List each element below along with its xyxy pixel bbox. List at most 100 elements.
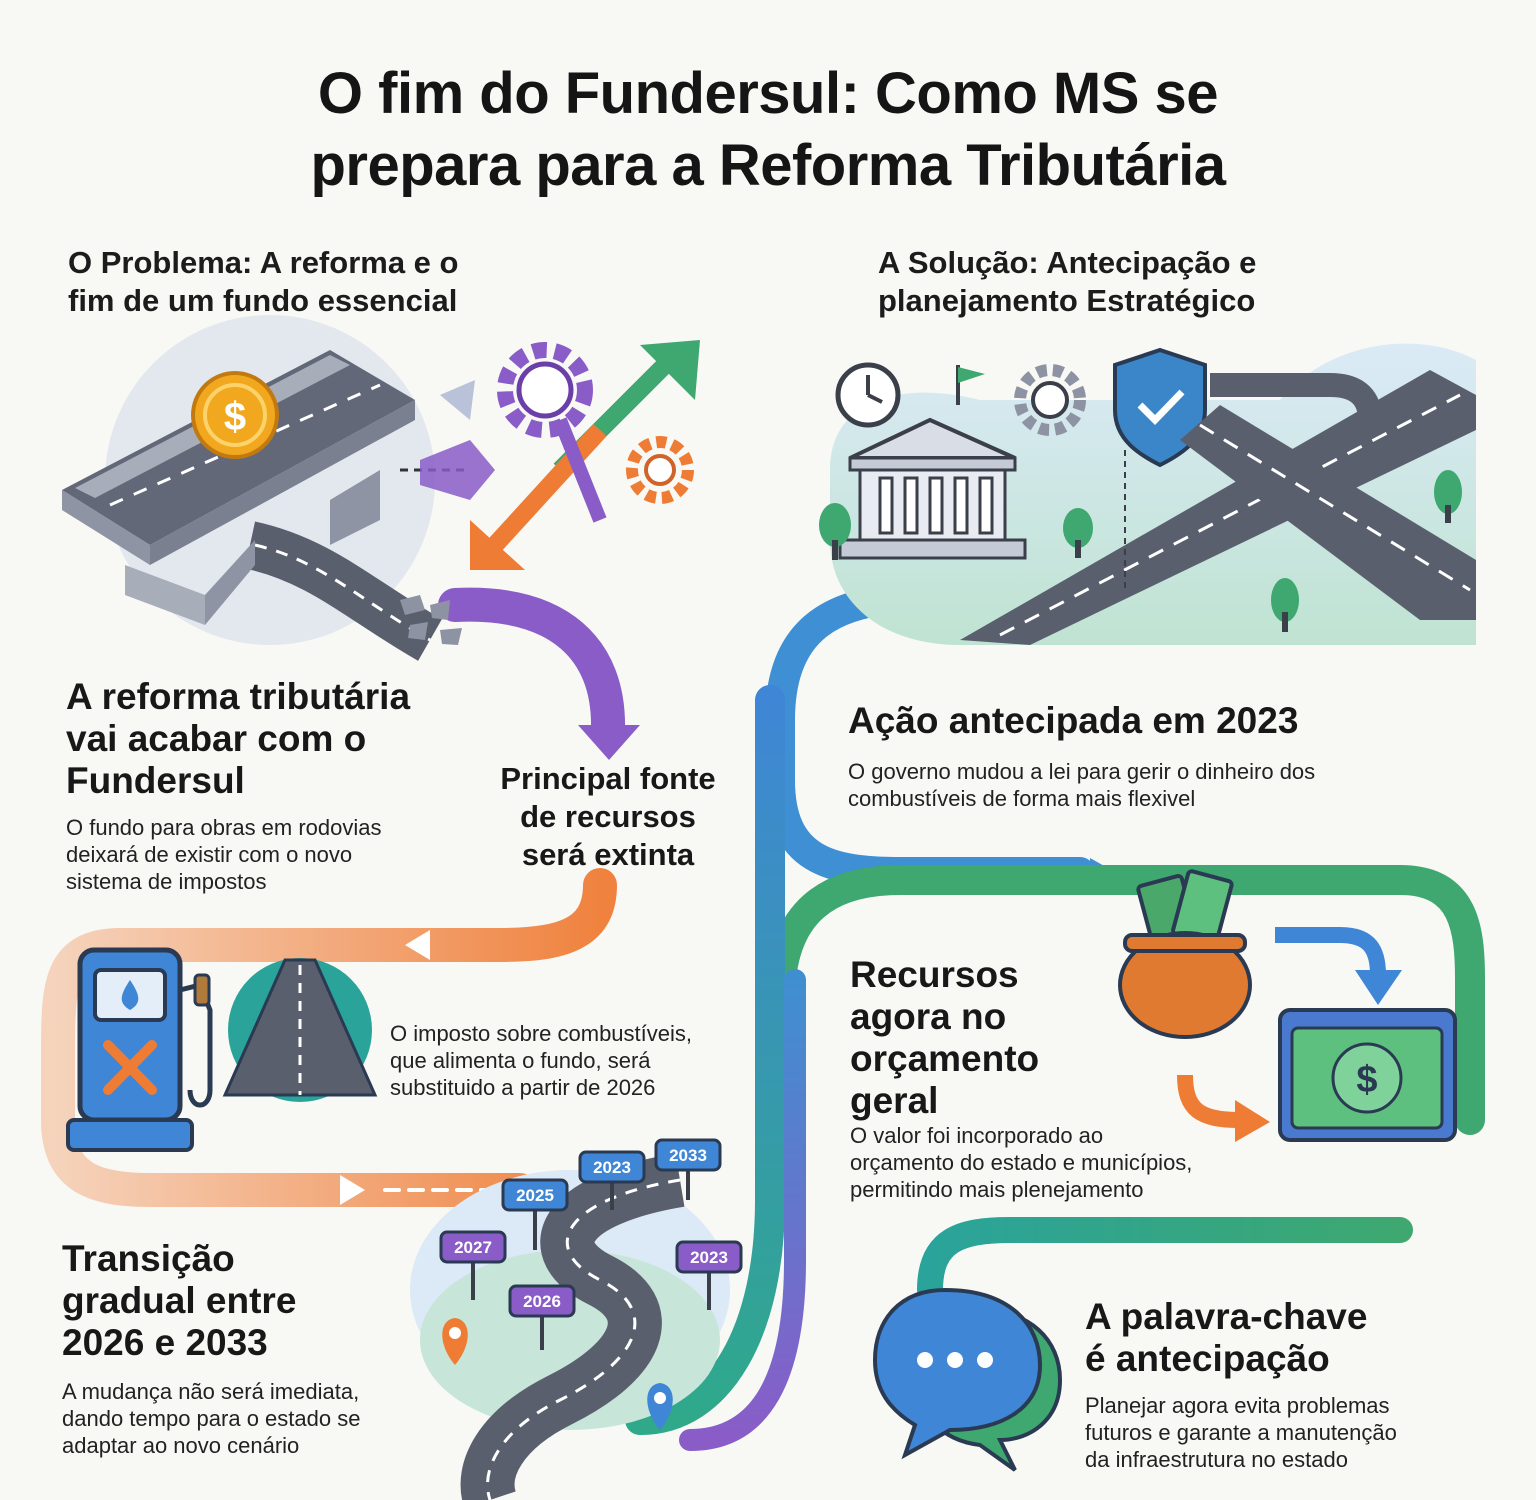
source-line-2: de recursos: [520, 799, 696, 834]
keyword-text-line-3: da infraestrutura no estado: [1085, 1447, 1348, 1472]
tree-icon: [819, 503, 851, 560]
x-mark-icon: [103, 1040, 157, 1095]
year-sign: 2023: [675, 1240, 743, 1310]
svg-text:$: $: [224, 395, 246, 439]
purple-flow-arrow: [438, 587, 626, 747]
solution-illustration: [819, 343, 1476, 645]
green-flow-ribbon: [765, 865, 1485, 1135]
year-sign: 2026: [508, 1284, 576, 1350]
bank-building-icon: [838, 417, 1027, 560]
budget-text-line-2: orçamento do estado e municípios,: [850, 1150, 1193, 1175]
keyword-heading: A palavra-chave é antecipação: [1085, 1296, 1505, 1380]
svg-text:2025: 2025: [516, 1186, 554, 1205]
problem-heading-line-2: fim de um fundo essencial: [68, 283, 458, 318]
fuel-tax-line-2: que alimenta o fundo, será: [390, 1048, 651, 1073]
transition-text-line-3: adaptar ao novo cenário: [62, 1433, 300, 1458]
water-drop-icon: [121, 980, 139, 1010]
reform-text-line-1: O fundo para obras em rodovias: [66, 815, 382, 840]
arrow-down-icon: [470, 423, 607, 570]
title-line-2: prepara para a Reforma Tributária: [310, 133, 1226, 198]
orange-arrow-icon: [1177, 1074, 1270, 1142]
budget-heading: Recursos agora no orçamento geral: [850, 954, 1130, 1122]
transition-text-line-2: dando tempo para o estado se: [62, 1406, 361, 1431]
map-pin-icon: [647, 1383, 673, 1430]
keyword-heading-line-1: A palavra-chave: [1085, 1296, 1368, 1337]
budget-heading-line-2: agora no: [850, 996, 1007, 1037]
svg-text:$: $: [1356, 1059, 1377, 1101]
transition-heading-line-1: Transição: [62, 1238, 235, 1279]
chat-bubble-icon: [872, 1287, 1063, 1472]
reform-heading: A reforma tributária vai acabar com o Fu…: [66, 676, 506, 802]
source-line-3: será extinta: [521, 837, 695, 872]
keyword-text: Planejar agora evita problemas futuros e…: [1085, 1392, 1505, 1473]
fuel-pump-icon: [66, 947, 213, 1152]
svg-text:2026: 2026: [523, 1292, 561, 1311]
budget-heading-line-1: Recursos: [850, 954, 1019, 995]
purple-arrowhead: [578, 725, 640, 760]
fuel-tax-text: O imposto sobre combustíveis, que alimen…: [390, 1020, 750, 1101]
teal-descending-ribbon: [625, 685, 785, 1435]
problem-heading: O Problema: A reforma e o fim de um fund…: [68, 244, 548, 320]
flow-ribbons: [41, 583, 1485, 1451]
money-pot-icon: [1118, 869, 1252, 1039]
tree-icon: [1271, 578, 1299, 632]
map-pin-icon: [442, 1318, 468, 1365]
solution-heading: A Solução: Antecipação e planejamento Es…: [878, 244, 1358, 320]
budget-heading-line-4: geral: [850, 1080, 939, 1121]
fuel-tax-line-3: substituido a partir de 2026: [390, 1075, 656, 1100]
gear-icon: [497, 342, 593, 438]
tree-icon: [1063, 508, 1093, 558]
page-title: O fim do Fundersul: Como MS se prepara p…: [0, 58, 1536, 202]
action-text: O governo mudou a lei para gerir o dinhe…: [848, 758, 1408, 812]
tree-icon: [1434, 470, 1462, 523]
gear-icon: [1014, 364, 1086, 436]
svg-text:2023: 2023: [593, 1158, 631, 1177]
reform-text: O fundo para obras em rodovias deixará d…: [66, 814, 446, 895]
teal-keyword-ribbon: [917, 1217, 1413, 1303]
coin-dollar-icon: $: [191, 371, 279, 459]
reform-heading-line-3: Fundersul: [66, 760, 245, 801]
transition-heading: Transição gradual entre 2026 e 2033: [62, 1238, 422, 1364]
title-line-1: O fim do Fundersul: Como MS se: [317, 61, 1219, 126]
transfer-arrow-icon: [1275, 927, 1402, 1005]
transition-text: A mudança não será imediata, dando tempo…: [62, 1378, 422, 1459]
keyword-text-line-1: Planejar agora evita problemas: [1085, 1393, 1390, 1418]
reform-text-line-2: deixará de existir com o novo: [66, 842, 353, 867]
budget-heading-line-3: orçamento: [850, 1038, 1040, 1079]
reform-heading-line-1: A reforma tributária: [66, 676, 411, 717]
problem-heading-line-1: O Problema: A reforma e o: [68, 245, 459, 280]
action-heading: Ação antecipada em 2023: [848, 700, 1299, 741]
reform-heading-line-2: vai acabar com o: [66, 718, 367, 759]
transition-heading-line-2: gradual entre: [62, 1280, 297, 1321]
year-sign: 2025: [501, 1178, 569, 1250]
orange-flow-ribbon: [41, 868, 617, 1207]
keyword-text-line-2: futuros e garante a manutenção: [1085, 1420, 1397, 1445]
fuel-tax-line-1: O imposto sobre combustíveis,: [390, 1021, 693, 1046]
budget-text-line-1: O valor foi incorporado ao: [850, 1123, 1104, 1148]
clock-icon: [835, 362, 901, 428]
transition-heading-line-3: 2026 e 2033: [62, 1322, 268, 1363]
svg-text:2023: 2023: [690, 1248, 728, 1267]
road-perspective-icon: [222, 958, 378, 1102]
cash-bill-icon: $: [1278, 1008, 1457, 1142]
budget-text-line-3: permitindo mais plenejamento: [850, 1177, 1144, 1202]
year-sign: 2033: [654, 1138, 722, 1200]
orange-chevron-2: [340, 1175, 365, 1205]
year-sign: 2023: [578, 1150, 646, 1210]
gear-icon: [626, 436, 694, 504]
source-extinct-text: Principal fonte de recursos será extinta: [458, 760, 758, 874]
transition-text-line-1: A mudança não será imediata,: [62, 1379, 360, 1404]
orange-chevron-1: [405, 930, 430, 960]
solution-heading-line-1: A Solução: Antecipação e: [878, 245, 1257, 280]
action-text-line-2: combustíveis de forma mais flexivel: [848, 786, 1196, 811]
svg-text:2033: 2033: [669, 1146, 707, 1165]
keyword-heading-line-2: é antecipação: [1085, 1338, 1330, 1379]
problem-illustration: $: [62, 315, 700, 661]
purple-descending-ribbon: [679, 969, 806, 1451]
svg-text:2027: 2027: [454, 1238, 492, 1257]
solution-heading-line-2: planejamento Estratégico: [878, 283, 1256, 318]
budget-text: O valor foi incorporado ao orçamento do …: [850, 1122, 1270, 1203]
flag-icon: [956, 365, 985, 405]
